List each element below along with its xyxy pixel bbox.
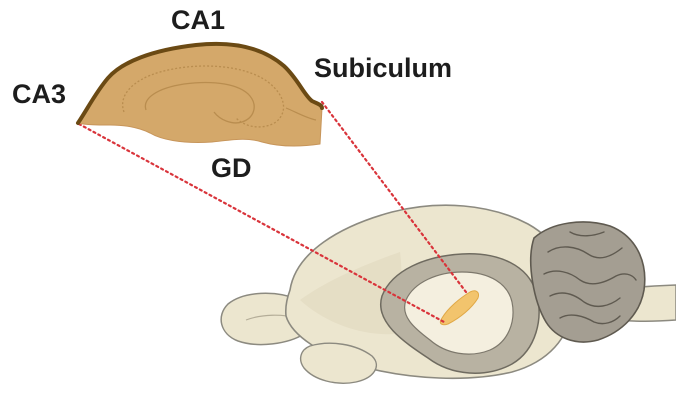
label-gd: GD — [211, 153, 252, 183]
hippocampus-section — [78, 44, 322, 146]
label-ca3: CA3 — [12, 79, 66, 109]
cerebellum — [531, 222, 645, 342]
mouse-brain — [221, 205, 676, 383]
label-subiculum: Subiculum — [314, 53, 452, 83]
hippocampus-body — [78, 44, 322, 146]
label-ca1: CA1 — [171, 5, 225, 35]
